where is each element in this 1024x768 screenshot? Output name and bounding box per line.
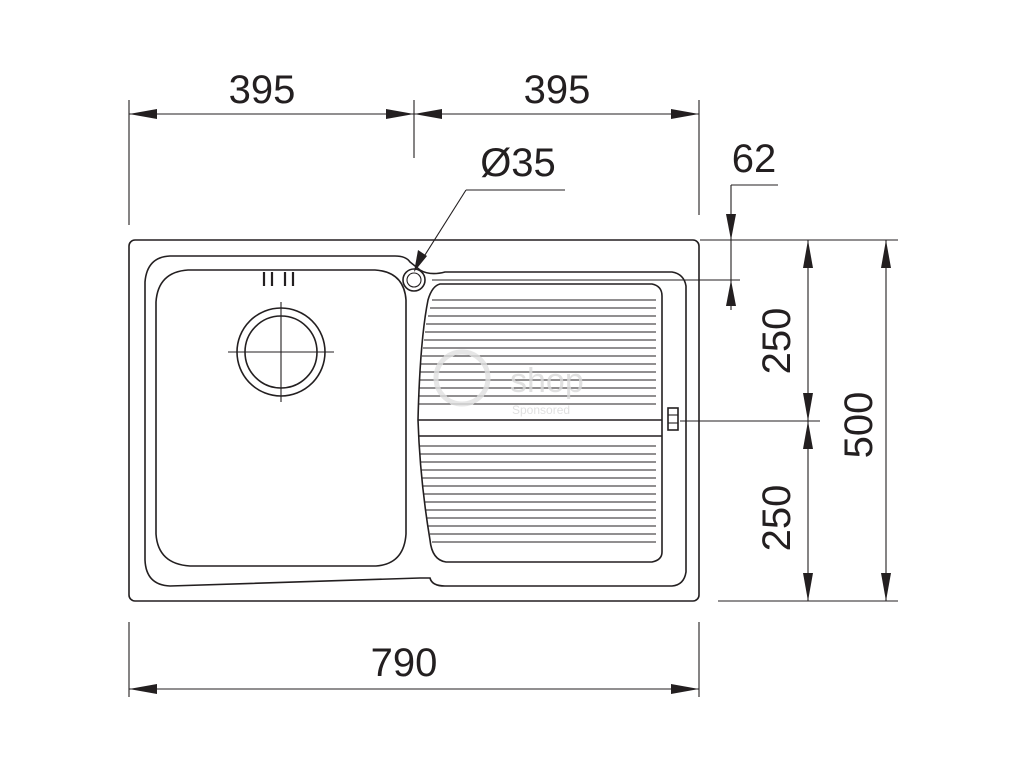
sink-body [128, 239, 700, 602]
dimension-label-right-lower: 250 [755, 485, 799, 552]
dimension-label-top-right: 395 [524, 68, 591, 112]
arrowhead [726, 214, 736, 240]
watermark-logo-icon [433, 349, 491, 407]
arrowhead [386, 109, 414, 119]
dimension-label-right-upper: 250 [755, 308, 799, 375]
arrowhead [671, 684, 699, 694]
tap-hole-icon [402, 268, 426, 292]
arrowhead [881, 240, 891, 268]
watermark-brand: shop [510, 362, 584, 400]
leader-line [417, 189, 467, 267]
arrowhead [726, 280, 736, 306]
arrowhead [129, 109, 157, 119]
drainer-board [417, 283, 663, 563]
bottom-dimension: 790 [128, 622, 700, 697]
arrowhead [414, 109, 442, 119]
dimension-label-hole-diameter: Ø35 [480, 141, 556, 185]
arrowhead [803, 393, 813, 421]
watermark-tagline: Sponsored [512, 403, 570, 417]
drain-icon [228, 302, 334, 402]
watermark: shop Sponsored [433, 349, 584, 417]
drainer-grooves-upper [419, 299, 656, 405]
sink-bowl [155, 269, 407, 567]
dimension-label-top-left: 395 [229, 68, 296, 112]
dimension-label-total-depth: 500 [837, 392, 881, 459]
drainer-grooves-lower [419, 445, 656, 543]
sink-outer-frame [128, 239, 700, 602]
arrowhead [129, 684, 157, 694]
arrowhead [671, 109, 699, 119]
sink-rim-outer [144, 255, 687, 587]
arrowhead [414, 250, 427, 272]
arrowhead [803, 240, 813, 268]
dimension-label-hole-offset: 62 [732, 137, 777, 181]
dimension-label-total-width: 790 [371, 641, 438, 685]
hole-offset-dimension: 62 [432, 137, 778, 310]
hole-diameter-callout: Ø35 [414, 141, 565, 272]
arrowhead [803, 421, 813, 449]
side-clip [667, 407, 679, 431]
right-dimensions: 250 250 500 [680, 239, 898, 602]
arrowhead [803, 573, 813, 601]
top-dimension: 395 395 [128, 68, 700, 225]
arrowhead [881, 573, 891, 601]
